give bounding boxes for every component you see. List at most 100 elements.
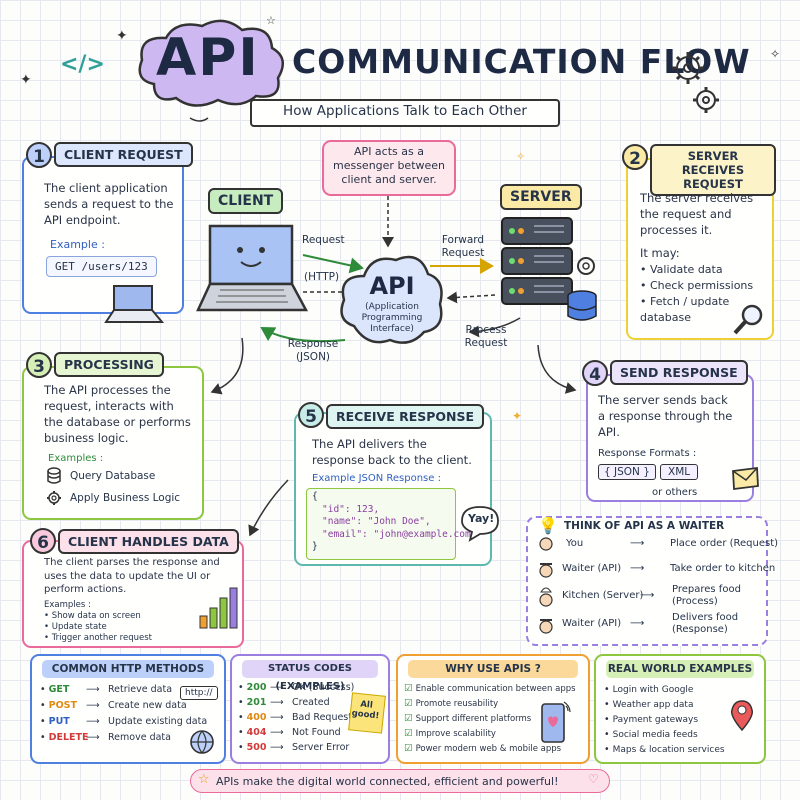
step-2-item-text: Validate data <box>650 263 723 276</box>
yay-text: Yay! <box>468 512 495 525</box>
real-world-item-text: Login with Google <box>612 685 694 695</box>
method-arrow: ⟶ <box>86 716 100 727</box>
globe-icon <box>190 730 214 754</box>
step-5-body: The API delivers the response back to th… <box>312 437 472 467</box>
step-4-formats-label: Response Formats : <box>598 448 697 459</box>
bulb-icon: 💡 <box>538 516 558 535</box>
real-world-item-text: Weather app data <box>612 700 694 710</box>
step-2-may-label: It may: <box>640 246 680 260</box>
status-code: 500 <box>246 742 267 753</box>
step-3-title: PROCESSING <box>54 352 164 377</box>
waiter-left: Waiter (API) <box>562 618 622 629</box>
waiter-title: THINK OF API AS A WAITER <box>564 520 725 532</box>
waiter-right: Prepares food (Process) <box>672 584 741 607</box>
svg-text:✧: ✧ <box>516 150 525 163</box>
code-icon: </> <box>60 52 105 77</box>
status-arrow: ⟶ <box>270 697 284 708</box>
response-arrow <box>260 326 346 343</box>
waiter-row: You <box>566 538 583 549</box>
why-item-text: Promote reusability <box>415 699 499 709</box>
status-code: 200 <box>246 682 267 693</box>
api-cloud-icon <box>340 255 443 344</box>
step-2-item: • Validate data <box>640 263 723 276</box>
phone-icon <box>541 701 571 743</box>
method-name: GET <box>48 684 70 695</box>
sticky-note-text: All good! <box>351 699 380 722</box>
method-row: • POST <box>40 700 77 711</box>
process-request-label: Rrocess Request <box>464 324 508 349</box>
why-item-text: Improve scalability <box>415 729 496 739</box>
real-world-item-text: Maps & location services <box>612 745 725 755</box>
curl-arrow-3 <box>210 337 244 395</box>
status-codes-title: STATUS CODES (EXAMPLES) <box>242 660 378 692</box>
http-methods-title: COMMON HTTP METHODS <box>42 660 214 678</box>
svg-text:✦: ✦ <box>116 28 128 44</box>
step-2-item: • Check permissions <box>640 279 754 292</box>
json-lines: { "id": 123, "name": "John Doe", "email"… <box>312 491 476 554</box>
star-icon: ☆ <box>198 772 210 787</box>
server-label: SERVER <box>500 184 582 210</box>
step-6-item: • Show data on screen <box>44 611 141 621</box>
step-3-body: The API processes the request, interacts… <box>44 383 191 445</box>
database-icon <box>47 467 61 484</box>
status-code: 404 <box>246 727 267 738</box>
waiter-right: Delivers food (Response) <box>672 612 739 635</box>
status-row: • 404 <box>238 727 267 738</box>
waiter-left: Waiter (API) <box>562 563 622 574</box>
step-6-card <box>22 540 244 648</box>
svg-text:✦: ✦ <box>512 409 522 423</box>
step-6-item: • Update state <box>44 622 107 632</box>
why-apis-title: WHY USE APIS ? <box>408 660 578 678</box>
real-world-item: • Weather app data <box>604 699 694 710</box>
step-3-card <box>22 366 204 520</box>
why-item-text: Support different platforms <box>415 714 532 724</box>
json-line: { <box>312 491 318 502</box>
step-2-list: • Validate data • Check permissions • Fe… <box>640 262 754 326</box>
step-3-item-1: Apply Business Logic <box>70 492 181 504</box>
step-5-title: RECEIVE RESPONSE <box>326 404 485 429</box>
request-arrow <box>302 254 364 274</box>
step-5-example-label: Example JSON Response : <box>312 473 441 484</box>
api-title: API <box>369 272 415 300</box>
status-row: • 400 <box>238 712 267 723</box>
step-1-card <box>22 156 184 314</box>
step-6-title: CLIENT HANDLES DATA <box>58 529 239 554</box>
real-world-title: REAL WORLD EXAMPLES <box>606 660 754 678</box>
curl-arrow-6 <box>248 479 289 537</box>
response-label: Response (JSON) <box>287 338 339 363</box>
subtitle: How Applications Talk to Each Other <box>283 103 527 119</box>
waiter-figures <box>539 537 553 634</box>
step-6-list: • Show data on screen • Update state • T… <box>44 611 152 644</box>
check-icon: ☑ <box>404 743 413 754</box>
step-6-number: 6 <box>30 528 56 554</box>
step-6-item-text: Trigger another request <box>51 633 152 643</box>
header: </> API COMMUNICATION FLOW How Applicati… <box>0 0 800 130</box>
format-xml-badge: XML <box>660 464 699 480</box>
status-desc: Bad Request <box>292 712 352 723</box>
svg-text:✦: ✦ <box>20 72 32 88</box>
curl-arrow-4 <box>537 344 577 394</box>
why-item: ☑ Promote reusability <box>404 698 498 709</box>
status-arrow: ⟶ <box>270 742 284 753</box>
step-1-example-code: GET /users/123 <box>46 256 157 277</box>
real-world-item: • Login with Google <box>604 684 694 695</box>
why-item-text: Enable communication between apps <box>415 684 576 694</box>
step-2-item: • Fetch / update database <box>640 295 730 324</box>
gear-small-icon <box>47 491 61 505</box>
method-name: POST <box>48 700 77 711</box>
step-2-body: The server receives the request and proc… <box>640 191 754 237</box>
step-2-item-text: Check permissions <box>650 279 754 292</box>
json-line: "email": "john@example.com" <box>322 528 477 540</box>
check-icon: ☑ <box>404 683 413 694</box>
method-name: PUT <box>48 716 70 727</box>
status-desc: Server Error <box>292 742 350 753</box>
method-name: DELETE <box>48 732 89 743</box>
status-desc: Not Found <box>292 727 341 738</box>
method-arrow: ⟶ <box>86 700 100 711</box>
why-item: ☑ Support different platforms <box>404 713 531 724</box>
step-4-card <box>586 374 754 502</box>
step-6-item-text: Update state <box>51 622 107 632</box>
status-row: • 201 <box>238 697 267 708</box>
real-world-item: • Social media feeds <box>604 729 698 740</box>
